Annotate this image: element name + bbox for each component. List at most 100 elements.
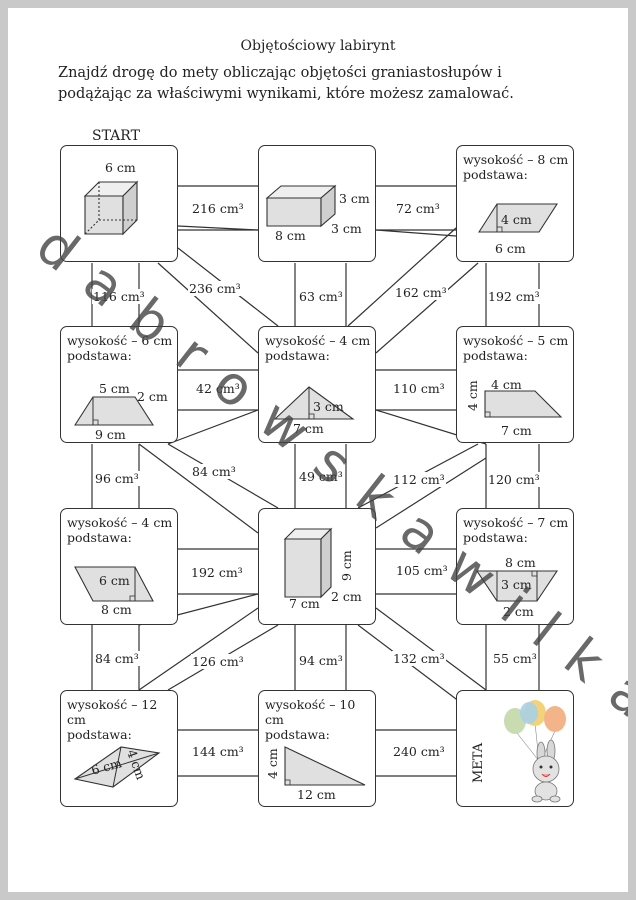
parallelogram-2-figure xyxy=(74,566,154,602)
box-cube: 6 cm xyxy=(60,145,178,262)
box-description: wysokość – 6 cm podstawa: xyxy=(67,333,172,363)
box-right-trapezoid-prism: wysokość – 5 cm podstawa: 4 cm 4 cm 7 cm xyxy=(456,326,574,443)
edge-label: 192 cm³ xyxy=(190,565,244,580)
cuboid-width-label: 8 cm xyxy=(275,228,306,243)
edge-label: 63 cm³ xyxy=(298,289,344,304)
trapezoid-figure xyxy=(73,396,155,426)
parallelogram-height-label: 4 cm xyxy=(501,212,532,227)
cuboid-figure xyxy=(265,184,337,228)
box-description: wysokość – 8 cm podstawa: xyxy=(463,152,568,182)
edge-label: 84 cm³ xyxy=(94,651,140,666)
box-finish: META xyxy=(456,690,574,807)
height-text: wysokość – 4 cm xyxy=(67,515,173,530)
edge-label: 84 cm³ xyxy=(191,464,237,479)
height-text: wysokość – 5 cm xyxy=(463,333,569,348)
box-description: wysokość – 12 cm podstawa: xyxy=(67,697,177,742)
edge-label: 236 cm³ xyxy=(188,281,242,296)
base-text: podstawa: xyxy=(67,348,132,363)
edge-label: 55 cm³ xyxy=(492,651,538,666)
trapezoid-2-bottom-label: 2 cm xyxy=(503,604,534,619)
finish-label: META xyxy=(471,742,486,783)
parallelogram-figure xyxy=(477,203,559,233)
base-text: podstawa: xyxy=(463,348,528,363)
base-text: podstawa: xyxy=(463,530,528,545)
height-text: wysokość – 7 cm xyxy=(463,515,569,530)
box-description: wysokość – 5 cm podstawa: xyxy=(463,333,568,363)
box-cuboid: 3 cm 3 cm 8 cm xyxy=(258,145,376,262)
base-text: podstawa: xyxy=(265,727,330,742)
box-rhombus-prism: wysokość – 12 cm podstawa: 6 cm 4 cm xyxy=(60,690,178,807)
trapezoid-bottom-label: 9 cm xyxy=(95,427,126,442)
height-text: wysokość – 10 cm xyxy=(265,697,356,727)
right-trapezoid-bottom-label: 7 cm xyxy=(501,423,532,438)
edge-label: 192 cm³ xyxy=(487,289,541,304)
right-triangle-base-label: 12 cm xyxy=(297,787,336,802)
edge-label: 144 cm³ xyxy=(191,744,245,759)
base-text: podstawa: xyxy=(67,530,132,545)
page-title: Objętościowy labirynt xyxy=(240,38,396,54)
tall-cuboid-depth-label: 2 cm xyxy=(331,589,362,604)
trapezoid-2-figure xyxy=(475,570,559,602)
tall-cuboid-height-label: 9 cm xyxy=(339,550,354,581)
box-trapezoid-prism: wysokość – 6 cm podstawa: 5 cm 2 cm 9 cm xyxy=(60,326,178,443)
right-trapezoid-figure xyxy=(484,390,563,418)
triangle-height-label: 3 cm xyxy=(313,399,344,414)
edge-label: 126 cm³ xyxy=(191,654,245,669)
box-parallelogram-prism: wysokość – 8 cm podstawa: 4 cm 6 cm xyxy=(456,145,574,262)
right-triangle-height-label: 4 cm xyxy=(265,748,280,779)
bunny-balloons-icon xyxy=(504,700,566,803)
height-text: wysokość – 8 cm xyxy=(463,152,569,167)
parallelogram-base-label: 6 cm xyxy=(495,241,526,256)
cube-figure xyxy=(83,180,139,236)
worksheet-page: Objętościowy labirynt Znajdź drogę do me… xyxy=(8,8,628,892)
height-text: wysokość – 6 cm xyxy=(67,333,173,348)
height-text: wysokość – 4 cm xyxy=(265,333,371,348)
right-triangle-figure xyxy=(284,746,366,786)
box-tall-cuboid: 9 cm 7 cm 2 cm xyxy=(258,508,376,625)
triangle-figure xyxy=(273,386,355,420)
base-text: podstawa: xyxy=(265,348,330,363)
edge-label: 162 cm³ xyxy=(394,285,448,300)
box-parallelogram-prism-2: wysokość – 4 cm podstawa: 6 cm 8 cm xyxy=(60,508,178,625)
edge-label: 42 cm³ xyxy=(195,381,241,396)
base-text: podstawa: xyxy=(67,727,132,742)
box-right-triangle-prism: wysokość – 10 cm podstawa: 4 cm 12 cm xyxy=(258,690,376,807)
edge-label: 116 cm³ xyxy=(92,289,146,304)
edge-label: 120 cm³ xyxy=(487,472,541,487)
trapezoid-side-label: 2 cm xyxy=(137,389,168,404)
box-trapezoid-prism-2: wysokość – 7 cm podstawa: 8 cm 3 cm 2 cm xyxy=(456,508,574,625)
edge-label: 132 cm³ xyxy=(392,651,446,666)
cuboid-height-label: 3 cm xyxy=(339,191,370,206)
edge-label: 72 cm³ xyxy=(395,201,441,216)
edge-label: 96 cm³ xyxy=(94,471,140,486)
instructions: Znajdź drogę do mety obliczając objętośc… xyxy=(58,65,514,102)
edge-label: 216 cm³ xyxy=(191,201,245,216)
tall-cuboid-width-label: 7 cm xyxy=(289,596,320,611)
start-label: START xyxy=(92,128,140,144)
edge-label: 105 cm³ xyxy=(395,563,449,578)
edge-label: 240 cm³ xyxy=(392,744,446,759)
edge-label: 110 cm³ xyxy=(392,381,446,396)
box-description: wysokość – 4 cm podstawa: xyxy=(67,515,172,545)
box-triangle-prism: wysokość – 4 cm podstawa: 3 cm 7 cm xyxy=(258,326,376,443)
right-trapezoid-side-label: 4 cm xyxy=(465,380,480,411)
right-trapezoid-top-label: 4 cm xyxy=(491,377,522,392)
cuboid-depth-label: 3 cm xyxy=(331,221,362,236)
trapezoid-2-top-label: 8 cm xyxy=(505,555,536,570)
edge-label: 49 cm³ xyxy=(298,469,344,484)
trapezoid-2-height-label: 3 cm xyxy=(501,577,532,592)
trapezoid-top-label: 5 cm xyxy=(99,381,130,396)
parallelogram-2-base-label: 8 cm xyxy=(101,602,132,617)
height-text: wysokość – 12 cm xyxy=(67,697,158,727)
base-text: podstawa: xyxy=(463,167,528,182)
rhombus-figure xyxy=(73,746,161,788)
triangle-base-label: 7 cm xyxy=(293,421,324,436)
box-description: wysokość – 4 cm podstawa: xyxy=(265,333,370,363)
box-description: wysokość – 7 cm podstawa: xyxy=(463,515,568,545)
edge-label: 94 cm³ xyxy=(298,653,344,668)
tall-cuboid-figure xyxy=(283,527,333,599)
edge-label: 112 cm³ xyxy=(392,472,446,487)
parallelogram-2-height-label: 6 cm xyxy=(99,573,130,588)
cube-edge-label: 6 cm xyxy=(105,160,136,175)
maze-connectors xyxy=(91,185,540,777)
